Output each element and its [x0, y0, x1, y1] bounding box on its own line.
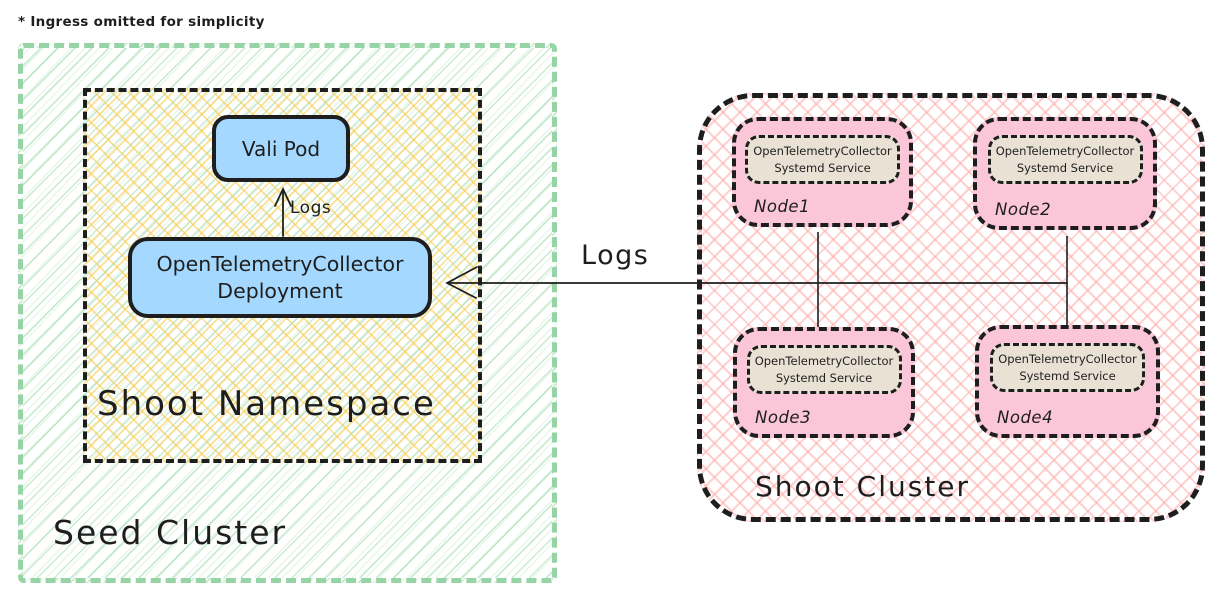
node1-systemd-service-box: OpenTelemetryCollector Systemd Service	[745, 135, 900, 185]
node4-systemd-service-box: OpenTelemetryCollector Systemd Service	[990, 343, 1145, 393]
shoot-namespace-label: Shoot Namespace	[97, 384, 436, 424]
seed-cluster-label: Seed Cluster	[53, 513, 288, 552]
node3-label: Node3	[755, 408, 812, 427]
node2-label: Node2	[995, 200, 1052, 219]
otel-collector-deployment-box: OpenTelemetryCollector Deployment	[128, 237, 432, 318]
shoot-cluster-label: Shoot Cluster	[755, 470, 971, 503]
node3-systemd-service-box: OpenTelemetryCollector Systemd Service	[746, 345, 902, 395]
vali-pod-box: Vali Pod	[212, 115, 350, 182]
node2-systemd-service-box: OpenTelemetryCollector Systemd Service	[987, 135, 1143, 185]
node2-box: OpenTelemetryCollector Systemd Service N…	[973, 117, 1157, 230]
node4-box: OpenTelemetryCollector Systemd Service N…	[975, 325, 1160, 438]
node1-box: OpenTelemetryCollector Systemd Service N…	[732, 117, 913, 227]
internal-logs-arrow-label: Logs	[290, 198, 332, 218]
main-logs-arrow-label: Logs	[581, 240, 650, 271]
shoot-namespace-container: Vali Pod OpenTelemetryCollector Deployme…	[83, 88, 482, 463]
shoot-cluster-container: OpenTelemetryCollector Systemd Service N…	[697, 93, 1205, 522]
node3-box: OpenTelemetryCollector Systemd Service N…	[733, 327, 915, 438]
ingress-note: * Ingress omitted for simplicity	[18, 14, 265, 30]
node1-label: Node1	[754, 197, 811, 216]
node4-label: Node4	[997, 408, 1054, 427]
seed-cluster-container: Seed Cluster Vali Pod OpenTelemetryColle…	[18, 43, 557, 583]
